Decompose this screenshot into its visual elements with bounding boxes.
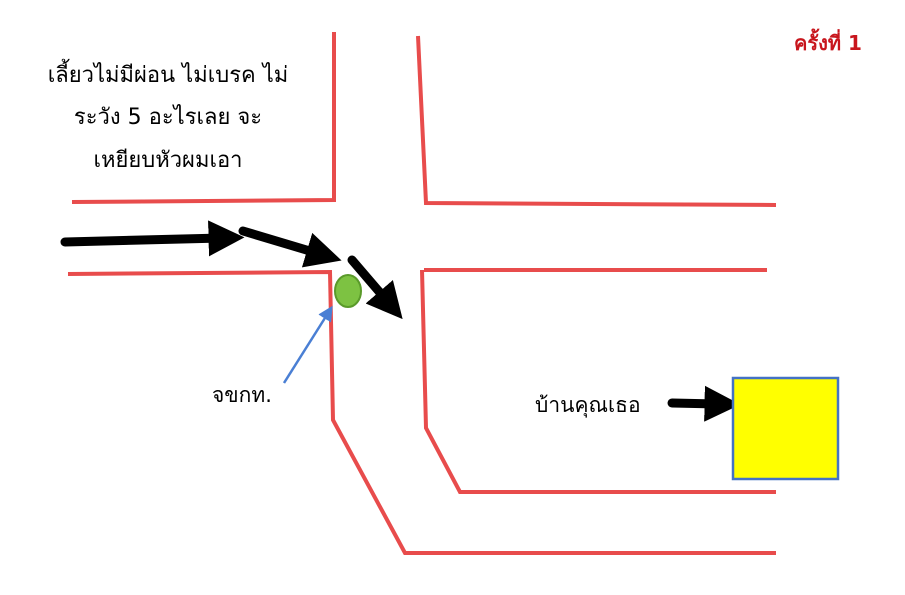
path-arrow-2 xyxy=(238,226,342,268)
road-edge-top-left xyxy=(71,32,336,204)
caption-line-1: เลี้ยวไม่มีผ่อน ไม่เบรค ไม่ xyxy=(48,59,289,88)
caption-line-3: เหยียบหัวผมเอา xyxy=(93,148,242,173)
house-label: บ้านคุณเธอ xyxy=(535,393,641,418)
attempt-label: ครั้งที่ 1 xyxy=(794,28,862,55)
path-arrow-3 xyxy=(347,255,403,320)
me-label: จขกท. xyxy=(212,383,272,407)
me-pointer-arrow xyxy=(282,305,333,384)
road-edge-inner-right xyxy=(420,269,776,494)
path-arrow-1 xyxy=(60,220,245,257)
road-edge-bottom-left xyxy=(67,269,776,555)
caption-line-2: ระวัง 5 อะไรเลย จะ xyxy=(74,104,262,130)
me-position-dot xyxy=(334,274,362,308)
road-edge-top-right xyxy=(416,35,777,207)
house-box xyxy=(731,376,840,481)
house-arrow xyxy=(667,385,741,422)
